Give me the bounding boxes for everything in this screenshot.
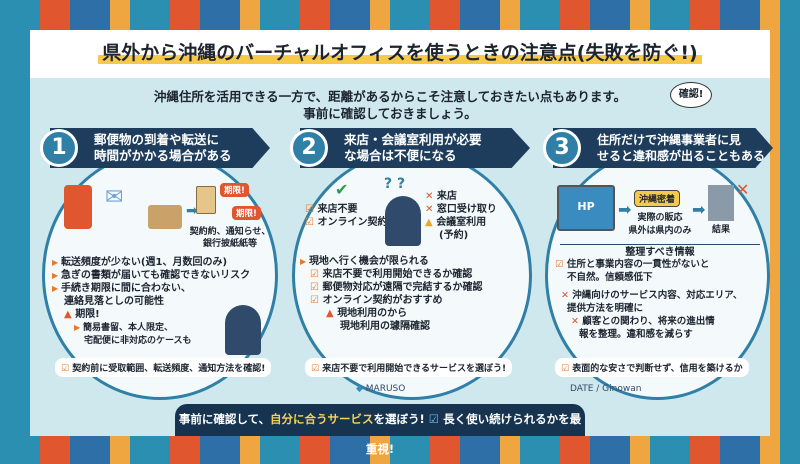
checkbox-icon: ☑ (305, 217, 314, 228)
date-label: DATE / Ginowan (570, 384, 642, 394)
section-3-points: ☑ 住所と事業内容の一貫性がないと 不自然。信頼感低下 ✕ 沖縄向けのサービス内… (555, 259, 743, 340)
brand-logo: ◆ MARUSO (356, 384, 406, 394)
checkbox-icon: ☑ (305, 204, 314, 215)
building-icon (708, 185, 734, 221)
confirm-bubble: 確認! (670, 82, 712, 108)
deadline-tag: 期限! (220, 183, 249, 197)
middle-label: 実際の販応県外は県内のみ (628, 213, 692, 236)
question-icon: ? ? (384, 176, 406, 192)
okinawa-tag: 沖縄密着 (634, 190, 681, 207)
woman-on-phone-illustration (225, 305, 261, 355)
ng-list: ✕ 来店 ✕ 窓口受け取り ▲ 会議室利用 (予約) (425, 191, 497, 241)
cross-icon: ✕ (425, 204, 434, 215)
checkbox-icon: ☑ (310, 295, 319, 306)
logo-icon: ◆ (356, 384, 363, 394)
result-label: 結果 (712, 225, 731, 235)
checkmark-icon: ✔ (335, 180, 349, 199)
section-2-number: 2 (290, 129, 328, 167)
arrow-icon: ➡ (692, 200, 706, 219)
checkbox-icon: ☑ (311, 364, 320, 374)
section-3-check: ☑ 表面的な安さで判断せず、信用を築けるか (555, 358, 749, 377)
arrow-icon: ➡ (186, 203, 198, 219)
intro-text: 沖縄住所を活用できる一方で、距離があるからこそ注意しておきたい点もあります。事前… (153, 89, 627, 121)
ok-list: ☑ 来店不要 ☑ オンライン契約 (305, 204, 388, 228)
cross-icon: ✕ (736, 180, 750, 199)
checkbox-icon: ☑ (555, 259, 564, 270)
section-2-heading: 来店・会議室利用が必要な場合は不便になる (300, 128, 530, 168)
box-icon (148, 205, 182, 229)
checkbox-icon: ☑ (310, 269, 319, 280)
footer-banner: 事前に確認して、自分に合うサービスを選ぼう! ☑ 長く使い続けられるかを最重視! (175, 404, 585, 456)
docs-label: 契約約、通知らせ、銀行披紙紙等 (189, 227, 271, 249)
deadline-tag: 期限! (232, 206, 261, 220)
divider: 整理すべき情報 (560, 244, 760, 258)
section-1-number: 1 (40, 129, 78, 167)
section-3-number: 3 (543, 129, 581, 167)
cross-icon: ✕ (425, 191, 434, 202)
page-title: 県外から沖縄のバーチャルオフィスを使うときの注意点(失敗を防ぐ!) (60, 38, 740, 65)
section-3-heading: 住所だけで沖縄事業者に見せると違和感が出ることもある (553, 128, 773, 168)
mailbox-icon (64, 185, 92, 229)
warning-icon: ▲ (64, 309, 72, 320)
checkbox-icon: ☑ (428, 412, 440, 426)
cross-icon: ✕ (571, 316, 579, 327)
cross-icon: ✕ (561, 290, 569, 301)
document-icon (196, 186, 216, 214)
checkbox-icon: ☑ (310, 282, 319, 293)
arrow-icon: ➡ (618, 200, 632, 219)
section-1-points: 転送頻度が少ない(週1、月数回のみ) 急ぎの書類が届いても確認できないリスク 手… (52, 256, 272, 348)
man-with-paper-illustration (385, 196, 421, 246)
section-1-heading: 郵便物の到着や転送に時間がかかる場合がある (50, 128, 270, 168)
section-1-check: ☑ 契約前に受取範囲、転送頻度、通知方法を確認! (55, 358, 272, 377)
section-2-check: ☑ 来店不要で利用開始できるサービスを選ぼう! (305, 358, 513, 377)
envelope-icon: ✉ (105, 185, 124, 210)
section-2-points: 現地へ行く機会が限られる ☑ 来店不要で利用開始できるか確認 ☑ 郵便物対応が遠… (300, 255, 530, 333)
website-icon: HP (557, 185, 615, 231)
warning-icon: ▲ (425, 217, 433, 228)
checkbox-icon: ☑ (61, 364, 70, 374)
warning-icon: ▲ (326, 308, 334, 319)
checkbox-icon: ☑ (561, 364, 570, 374)
